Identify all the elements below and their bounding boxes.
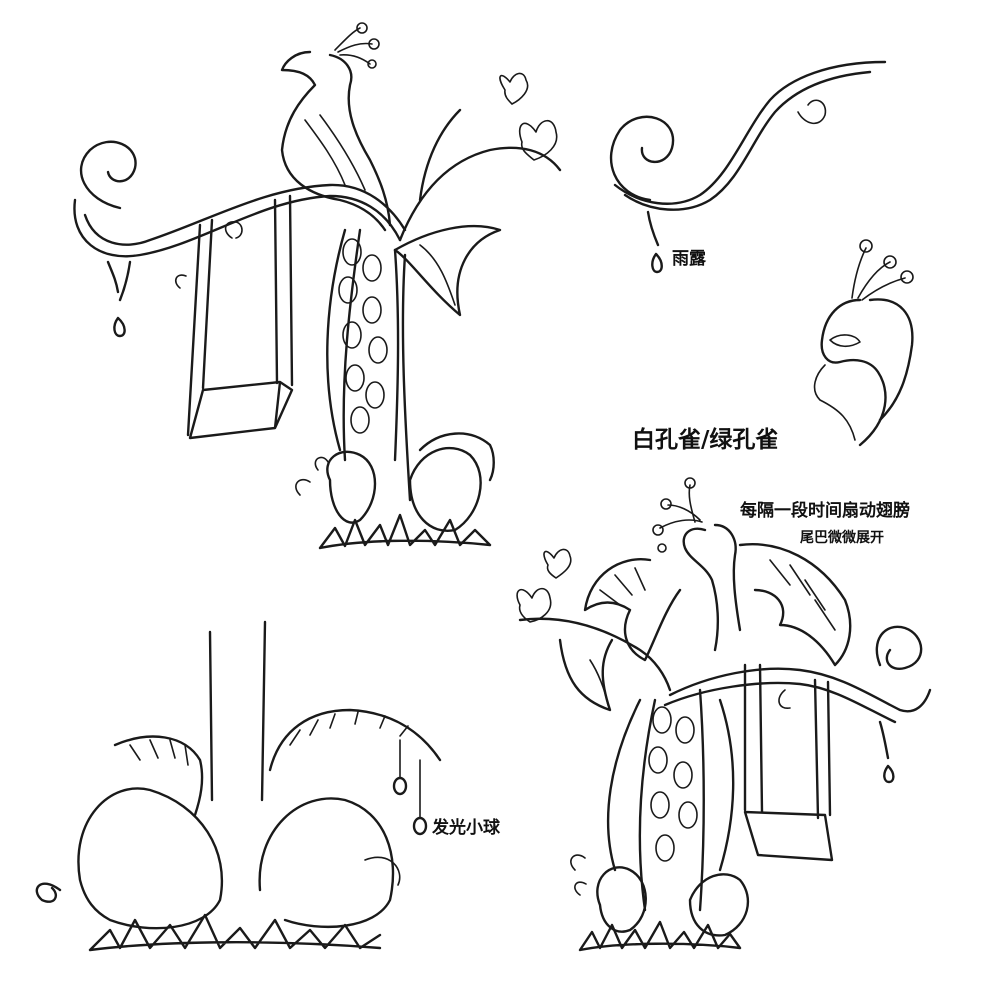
sketch-dew-branch (609, 60, 887, 274)
swing-branch (875, 625, 923, 670)
label-tail-open: 尾巴微微展开 (800, 530, 884, 546)
swing-seat (188, 380, 294, 440)
bush-right (258, 797, 395, 929)
label-rain-dew: 雨露 (672, 249, 706, 269)
butterfly-icon (543, 548, 572, 579)
fern-orb-branch (268, 708, 442, 772)
peacock-head (820, 298, 887, 447)
butterfly-icon (518, 119, 558, 161)
dew-drop (646, 210, 660, 247)
tree-trunk (638, 688, 705, 912)
peacock-body (280, 50, 387, 232)
curl-branch (609, 115, 675, 202)
peacock-crest (659, 484, 703, 529)
sketch-bush-orbs (35, 620, 442, 952)
grass (88, 913, 382, 952)
peacock-wing-right (738, 543, 852, 667)
peacock-wing-left (583, 558, 682, 662)
dew-drip (106, 260, 132, 302)
peacock-crest (851, 247, 906, 301)
dew-drip (878, 720, 890, 760)
bush-right (408, 446, 482, 532)
tree-trunk (342, 228, 412, 502)
bush-right (688, 873, 750, 937)
glowing-orb (412, 816, 428, 836)
swing-branch (79, 140, 137, 210)
swing-seat (743, 810, 834, 862)
sketch-peacock-swing-tree (73, 22, 562, 550)
glowing-orb (392, 776, 408, 796)
bush-left (596, 866, 647, 933)
butterfly-icon (516, 587, 552, 623)
bush-left (77, 787, 224, 930)
swing-rope (186, 223, 202, 437)
peacock-tail (326, 228, 400, 462)
grass (318, 513, 492, 550)
tree-trunk (208, 630, 214, 802)
butterfly-icon (499, 72, 529, 105)
sketch-peacock-head (813, 239, 914, 447)
sketch-peacock-flapping (516, 477, 932, 952)
label-peacock-variant: 白孔雀/绿孔雀 (632, 427, 779, 453)
grass (578, 920, 742, 952)
peacock-head (682, 527, 719, 652)
label-wing-flap: 每隔一段时间扇动翅膀 (740, 501, 910, 521)
label-glowing-orb: 发光小球 (432, 818, 500, 838)
peacock-tail (606, 698, 735, 872)
bush-left (326, 450, 377, 524)
